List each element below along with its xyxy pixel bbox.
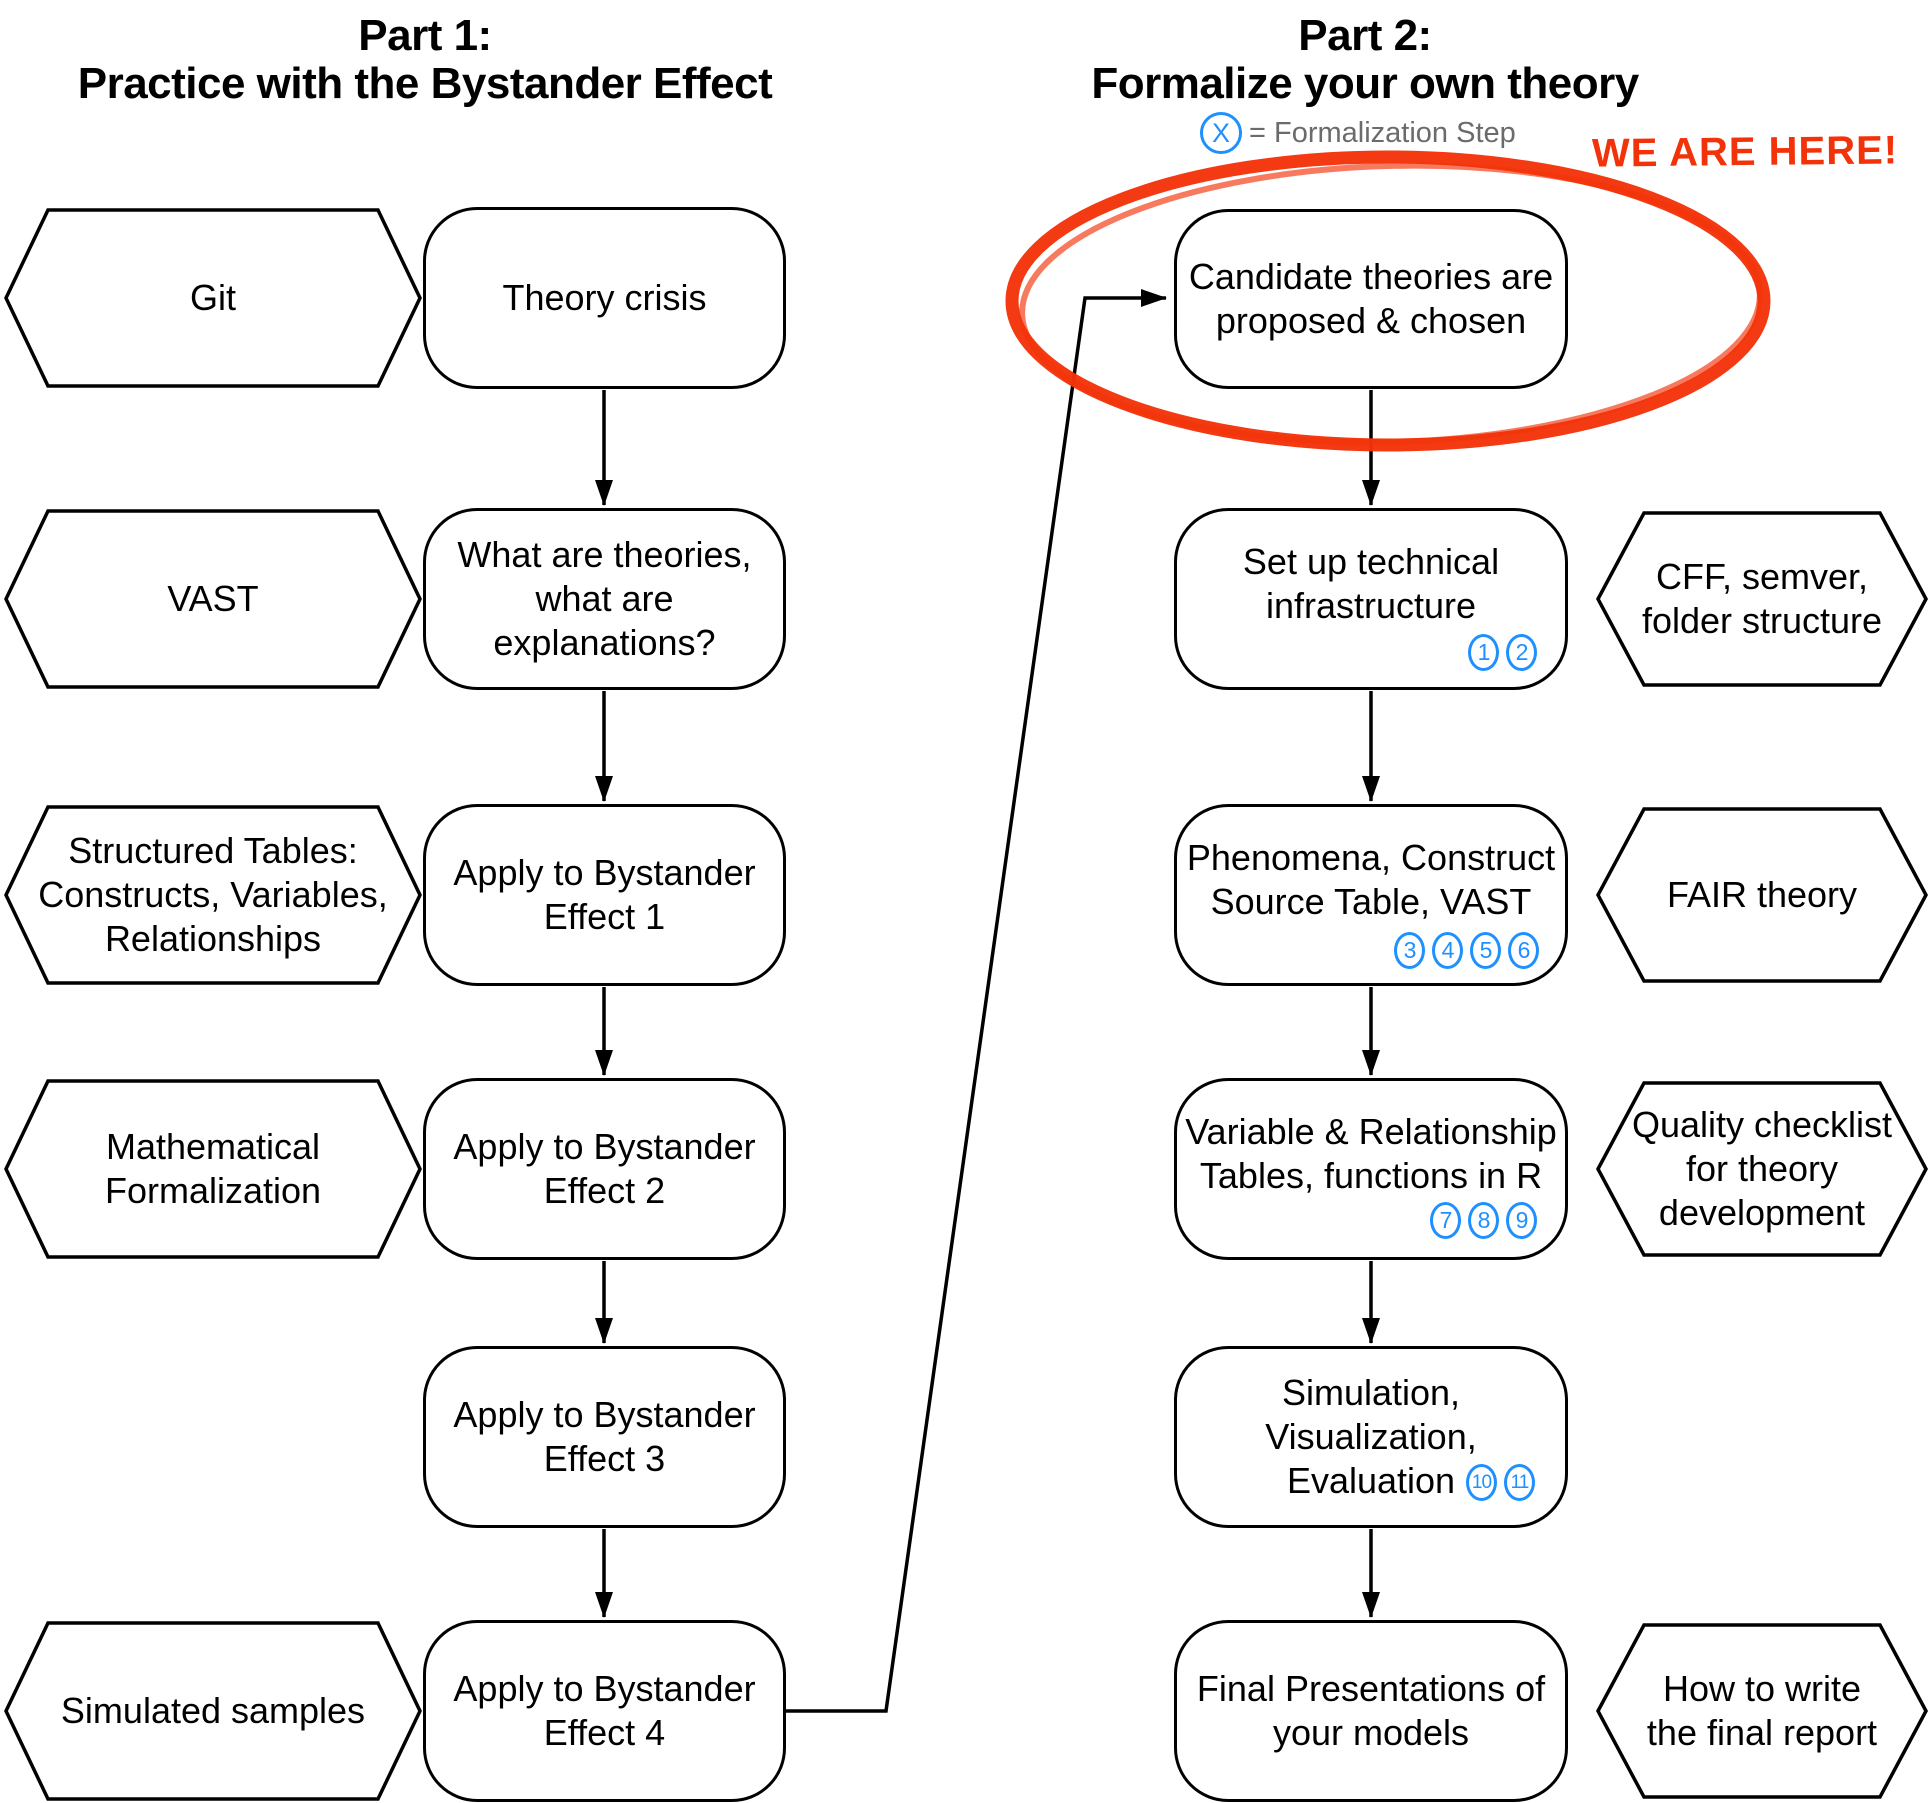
step-badge-4: 4 (1432, 932, 1463, 969)
hexagon-shape (4, 1621, 422, 1801)
box-label: Candidate theories are proposed & chosen (1188, 256, 1554, 341)
box-label: Phenomena, Construct Source Table, VAST (1186, 837, 1556, 922)
part2-hexagon-cff-semver: CFF, semver, folder structure (1596, 510, 1928, 688)
step-badge-5: 5 (1470, 932, 1501, 969)
hexagon-shape (4, 1079, 422, 1259)
part2-box-variable-relationship-tables: Variable & Relationship Tables, function… (1174, 1078, 1568, 1260)
part1-hexagon-simulated-samples: Simulated samples (4, 1620, 422, 1802)
step-badge-1: 1 (1468, 634, 1499, 671)
part1-hexagon-mathematical-formalization: Mathematical Formalization (4, 1078, 422, 1260)
hexagon-label: Quality checklist for theory development (1631, 1104, 1893, 1233)
part1-hexagon-vast: VAST (4, 508, 422, 690)
step-badge-7: 7 (1430, 1202, 1461, 1239)
part1-box-apply-bystander-2: Apply to Bystander Effect 2 (423, 1078, 786, 1260)
part1-title-line2: Practice with the Bystander Effect (77, 58, 773, 108)
part2-title-line2: Formalize your own theory (1091, 58, 1639, 108)
hexagon-label: How to write the final report (1646, 1668, 1878, 1753)
formalization-step-icon: X (1200, 112, 1242, 154)
connector-apply4-to-candidate (786, 289, 1167, 1713)
part1-hexagon-structured-tables: Structured Tables: Constructs, Variables… (4, 804, 422, 986)
step-badge-6: 6 (1508, 932, 1539, 969)
box-label: Theory crisis (502, 277, 707, 319)
part1-hexagon-git: Git (4, 207, 422, 389)
formalization-steps: 10 11 (1466, 1464, 1535, 1501)
part2-hexagon-fair-theory: FAIR theory (1596, 806, 1928, 984)
part1-title: Part 1: Practice with the Bystander Effe… (30, 12, 820, 108)
part1-box-apply-bystander-3: Apply to Bystander Effect 3 (423, 1346, 786, 1528)
box-label: Simulation, Visualization, Evaluation (1265, 1372, 1477, 1501)
box-label: Set up technical infrastructure (1242, 541, 1500, 626)
box-label: Apply to Bystander Effect 3 (453, 1394, 756, 1479)
part1-box-what-are-theories: What are theories, what are explanations… (423, 508, 786, 690)
step-badge-10: 10 (1466, 1464, 1497, 1501)
part2-hexagon-quality-checklist: Quality checklist for theory development (1596, 1080, 1928, 1258)
hexagon-label: Git (189, 277, 236, 319)
hexagon-shape (4, 509, 422, 689)
hexagon-label: Structured Tables: Constructs, Variables… (38, 830, 388, 959)
part2-box-setup-infrastructure: Set up technical infrastructure 1 2 (1174, 508, 1568, 690)
part2-box-simulation-visualization: Simulation, Visualization, Evaluation 10… (1174, 1346, 1568, 1528)
formalization-steps: 3 4 5 6 (1394, 932, 1539, 969)
part2-title-line1: Part 2: (1298, 11, 1432, 60)
part2-box-candidate-theories: Candidate theories are proposed & chosen (1174, 209, 1568, 389)
step-badge-3: 3 (1394, 932, 1425, 969)
part1-box-apply-bystander-1: Apply to Bystander Effect 1 (423, 804, 786, 986)
part2-hexagon-final-report: How to write the final report (1596, 1622, 1928, 1800)
hexagon-shape (1596, 1081, 1928, 1257)
step-badge-8: 8 (1468, 1202, 1499, 1239)
step-badge-9: 9 (1506, 1202, 1537, 1239)
we-are-here-annotation: WE ARE HERE! (1591, 128, 1899, 176)
hexagon-label: FAIR theory (1666, 874, 1858, 916)
formalization-steps: 1 2 (1468, 634, 1537, 671)
hexagon-shape (4, 805, 422, 985)
hexagon-shape (1596, 1623, 1928, 1799)
part1-box-theory-crisis: Theory crisis (423, 207, 786, 389)
formalization-steps: 7 8 9 (1430, 1202, 1537, 1239)
step-badge-2: 2 (1506, 634, 1537, 671)
box-label: Variable & Relationship Tables, function… (1185, 1111, 1557, 1196)
part2-box-final-presentations: Final Presentations of your models (1174, 1620, 1568, 1802)
hexagon-shape (4, 208, 422, 388)
box-label: Apply to Bystander Effect 2 (453, 1126, 756, 1211)
we-are-here-ellipse-stroke2 (1019, 162, 1763, 446)
part2-title: Part 2: Formalize your own theory (950, 12, 1780, 108)
part1-box-apply-bystander-4: Apply to Bystander Effect 4 (423, 1620, 786, 1802)
part1-title-line1: Part 1: (358, 11, 492, 60)
box-label: What are theories, what are explanations… (457, 534, 752, 663)
hexagon-label: Simulated samples (60, 1690, 366, 1732)
hexagon-shape (1596, 511, 1928, 687)
part2-box-phenomena-construct-table: Phenomena, Construct Source Table, VAST … (1174, 804, 1568, 986)
hexagon-label: VAST (167, 578, 259, 620)
hexagon-label: Mathematical Formalization (104, 1126, 322, 1211)
legend-label: = Formalization Step (1249, 116, 1516, 149)
hexagon-shape (1596, 807, 1928, 983)
box-label: Final Presentations of your models (1196, 1668, 1546, 1753)
step-badge-11: 11 (1504, 1464, 1535, 1501)
box-label: Apply to Bystander Effect 1 (453, 852, 756, 937)
formalization-step-legend: X = Formalization Step (1200, 112, 1516, 154)
box-label: Apply to Bystander Effect 4 (453, 1668, 756, 1753)
hexagon-label: CFF, semver, folder structure (1641, 556, 1883, 641)
